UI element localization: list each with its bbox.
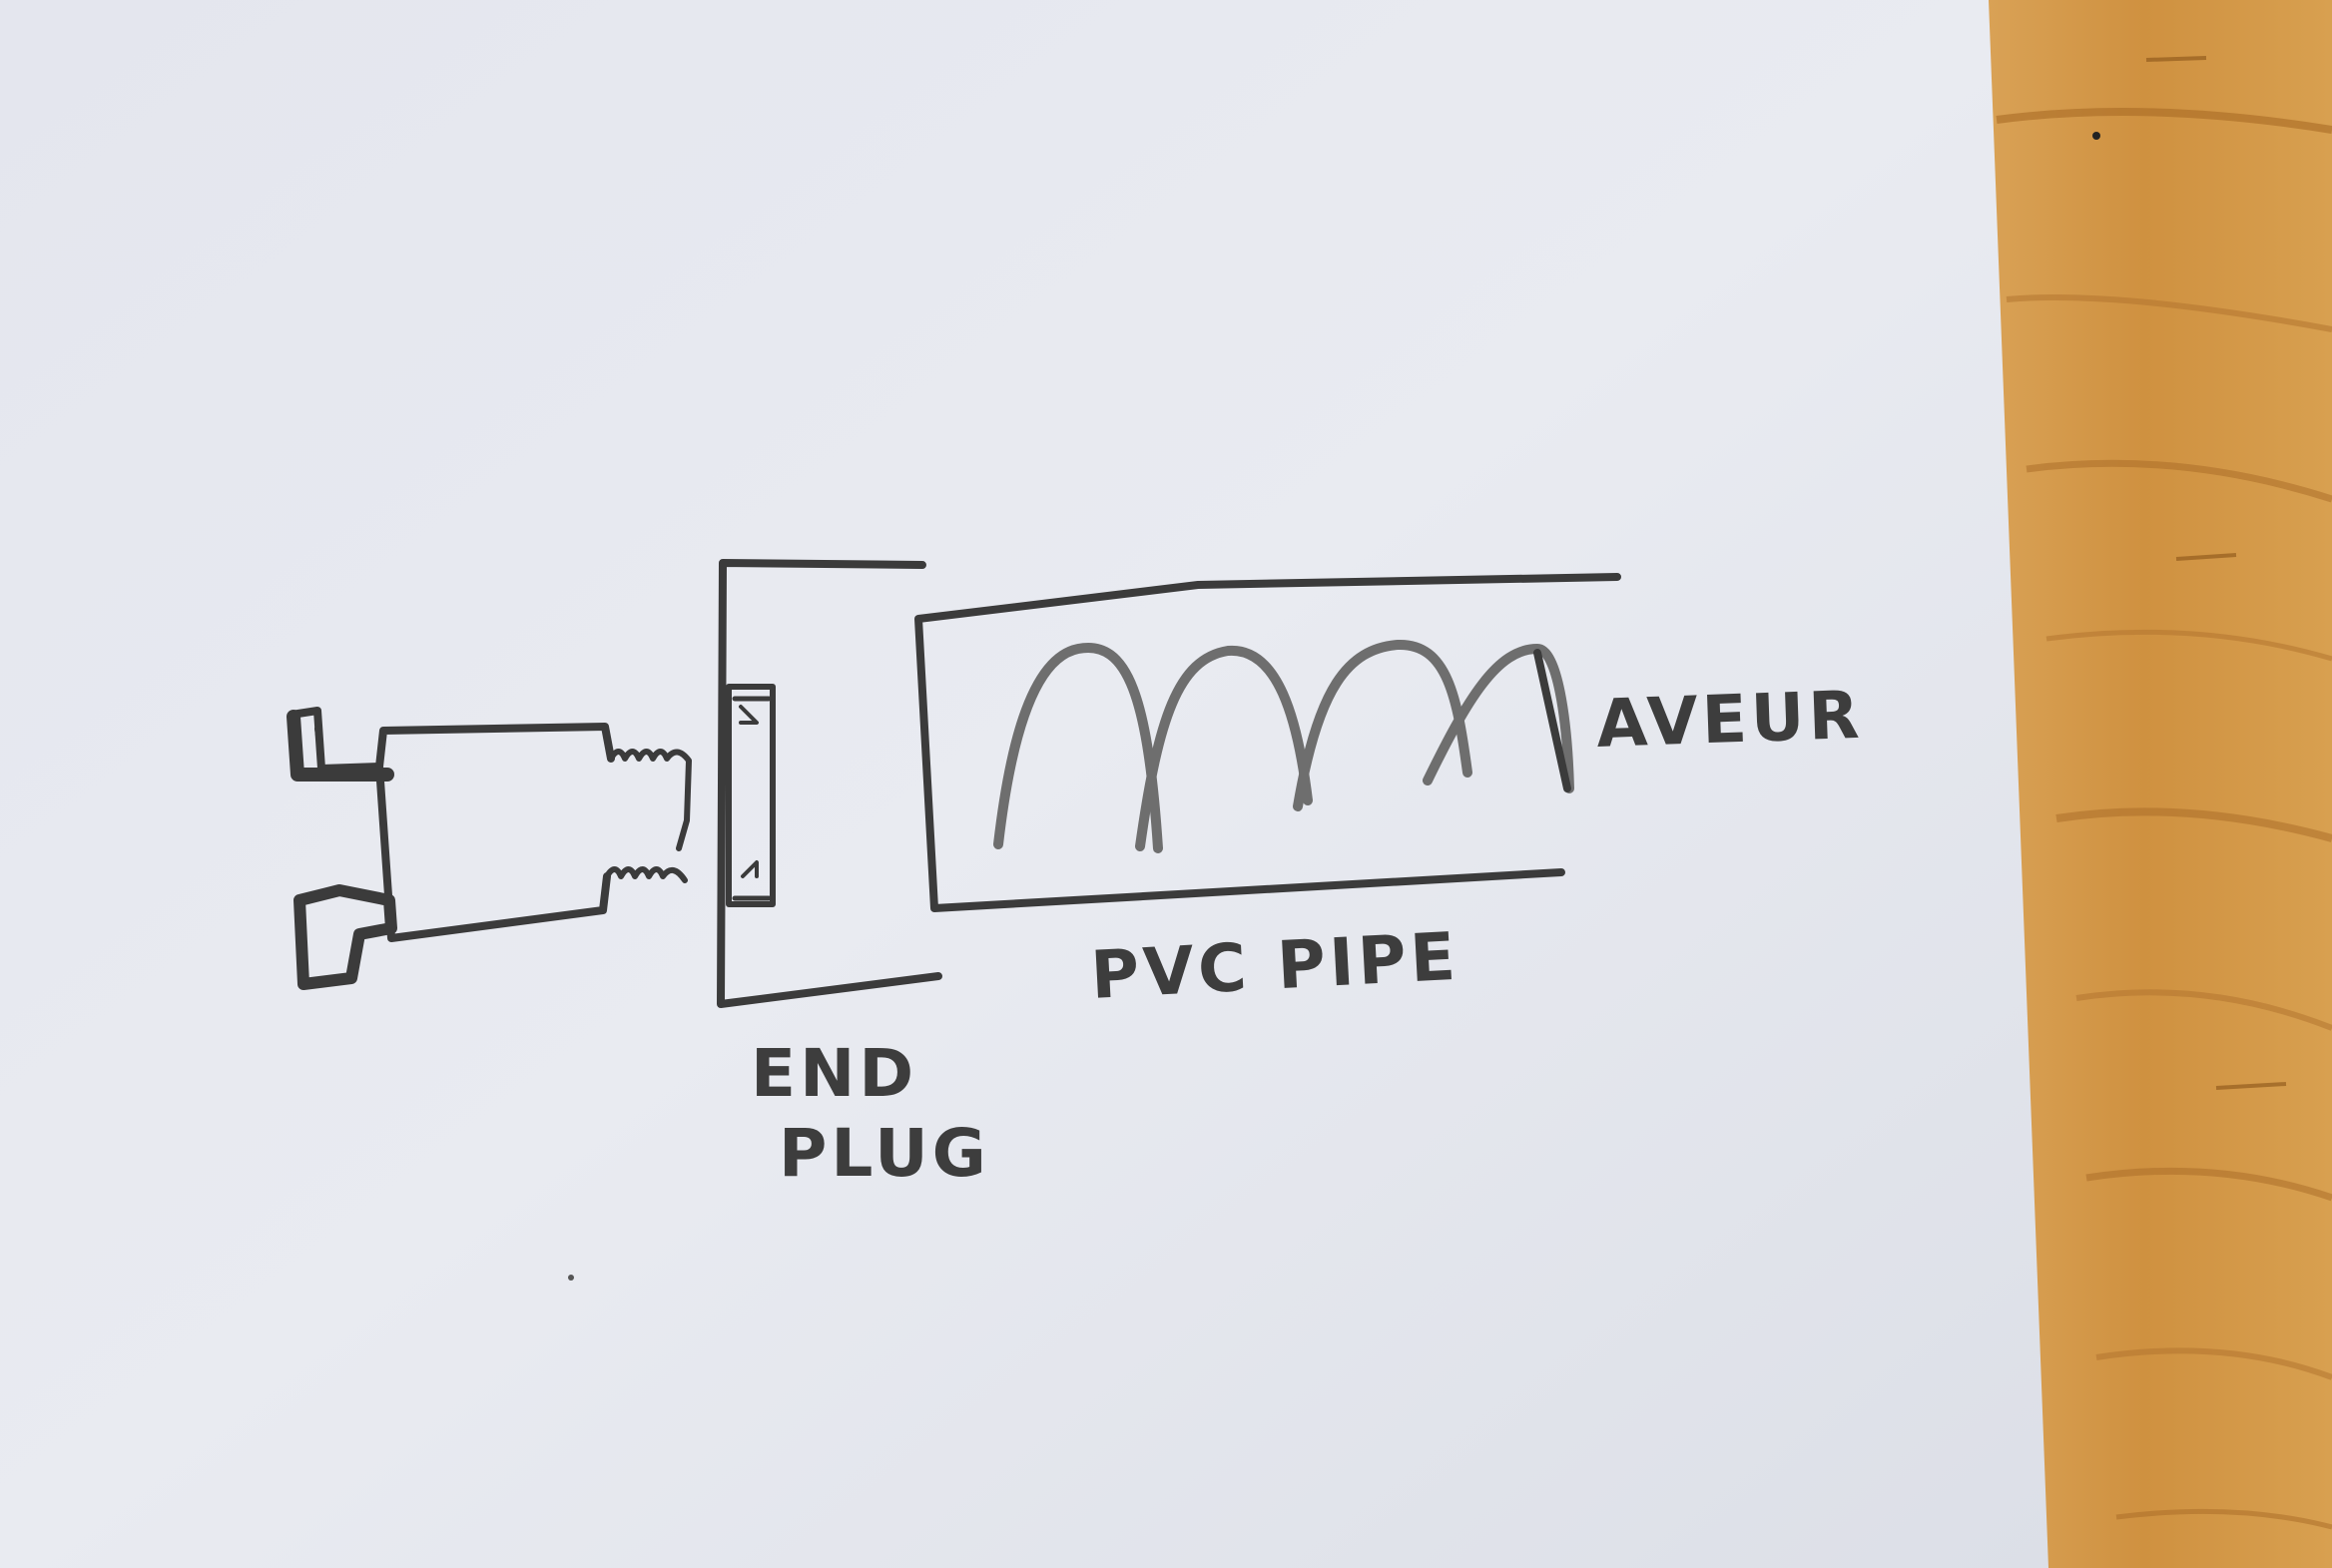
label-aveur: AVEUR <box>1595 677 1865 763</box>
label-end: END <box>751 1035 917 1112</box>
paper-speck <box>568 1275 574 1281</box>
paper-sheet <box>0 0 2048 1568</box>
label-plug: PLUG <box>779 1115 990 1192</box>
paper-speck <box>2092 132 2100 140</box>
